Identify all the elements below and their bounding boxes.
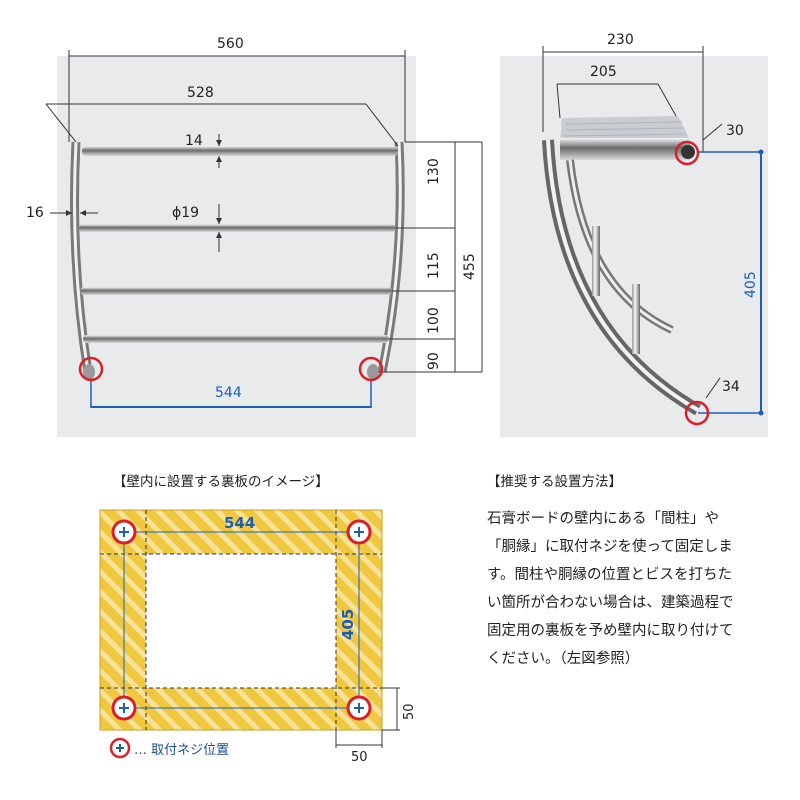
front-screw-span [90,380,372,408]
dim-width-bars: 528 [187,85,214,101]
method-line: 「胴縁」に取付ネジを使って固定しま [487,539,733,555]
dim-bar-thickness: 14 [185,133,203,149]
board-margin-right: 50 [402,703,417,720]
front-screw-marker-left [78,356,104,382]
front-dimensions [45,50,483,373]
front-rack [70,141,405,380]
side-rack [542,116,701,416]
board-guides [100,510,382,730]
board-screw-lines [123,531,360,709]
front-view-photo [57,56,416,437]
dim-top-offset: 30 [726,123,744,139]
method-line: ください。（左図参照） [487,651,640,667]
board-screw-markers [111,519,372,721]
side-screw-marker-bottom [684,400,710,426]
method-line: す。間柱や胴縁の位置とビスを打ちた [487,567,733,583]
dim-screw-span: 544 [215,385,242,401]
method-line: 固定用の裏板を予め壁内に取り付けて [487,623,734,639]
legend-label: … 取付ネジ位置 [134,742,230,758]
dim-spacing-4: 90 [426,352,442,370]
dim-depth-total: 230 [607,32,634,48]
side-dimensions [542,46,723,399]
backing-board-heading: 【壁内に設置する裏板のイメージ】 [113,474,329,490]
method-description: 石膏ボードの壁内にある「間柱」や 「胴縁」に取付ネジを使って固定しま す。間柱や… [487,505,777,673]
side-screw-marker-top [674,140,700,166]
dim-bar-diameter: ϕ19 [172,205,200,221]
method-line: 石膏ボードの壁内にある「間柱」や [487,511,719,527]
dim-bottom-offset: 34 [722,379,740,395]
front-arrowheads [66,140,222,238]
board-margin-bottom: 50 [351,750,368,765]
dim-height-total: 455 [462,253,478,280]
method-line: い箇所が合わない場合は、建築過程で [487,595,734,611]
dim-width-total: 560 [217,36,244,52]
board-span-horizontal: 544 [224,514,256,532]
board-margin-dimensions [335,687,400,748]
dim-spacing-2: 115 [426,252,442,279]
legend-screw-icon [109,737,131,759]
dim-screw-span-vertical: 405 [743,271,759,298]
dim-spacing-1: 130 [426,158,442,185]
board-span-vertical: 405 [339,608,357,640]
method-heading: 【推奨する設置方法】 [487,474,622,490]
front-screw-marker-right [358,356,384,382]
dim-shelf-depth: 205 [590,64,617,80]
dim-spacing-3: 100 [426,307,442,334]
dim-frame-offset: 16 [26,205,44,221]
legend: … 取付ネジ位置 [110,738,229,758]
